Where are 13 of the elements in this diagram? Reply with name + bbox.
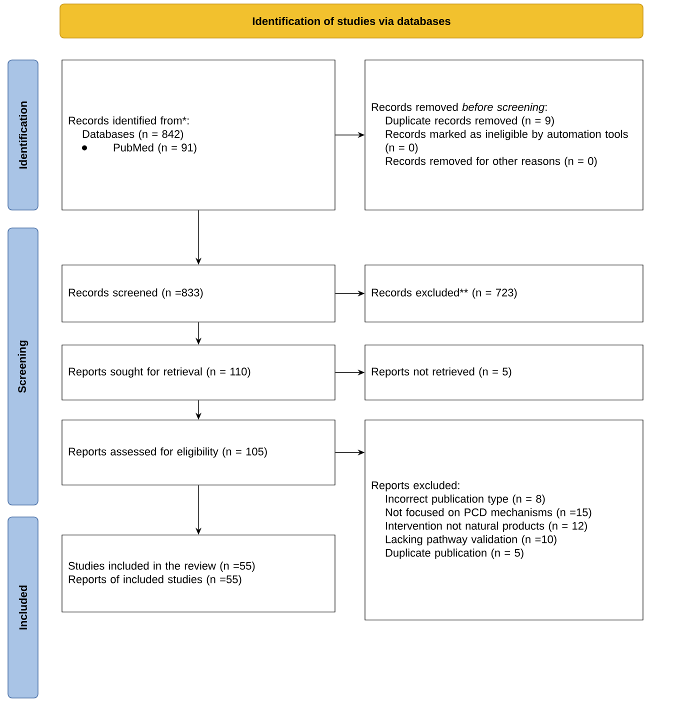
process-box: Reports sought for retrieval (n = 110) [62, 344, 336, 400]
phase-label-band: Included [8, 516, 38, 698]
process-box: Records screened (n =833) [62, 264, 336, 322]
process-box: Reports excluded: Incorrect publication type (n = 8) Not focused on PCD mechanisms (n =15) Intervention not natural products (n = 12) Lacking pathway validation (n =10) Duplicate publication (n = 5) [364, 420, 644, 620]
process-box: Records excluded** (n = 723) [364, 264, 644, 322]
phase-label-band: Screening [8, 228, 38, 506]
phase-label-band: Identification [8, 60, 38, 210]
process-box: Records removed before screening: Duplicate records removed (n = 9) Records marked as ineligible by automation tools (n = 0) Records removed for other reasons (n = 0) [364, 60, 644, 210]
header-banner: Identification of studies via databases [60, 4, 644, 38]
process-box: Reports not retrieved (n = 5) [364, 344, 644, 400]
process-box: Reports assessed for eligibility (n = 105) [62, 420, 336, 486]
process-box: Studies included in the review (n =55) Reports of included studies (n =55) [62, 534, 336, 612]
process-box: Records identified from*: Databases (n = 842) PubMed (n = 91) [62, 60, 336, 210]
